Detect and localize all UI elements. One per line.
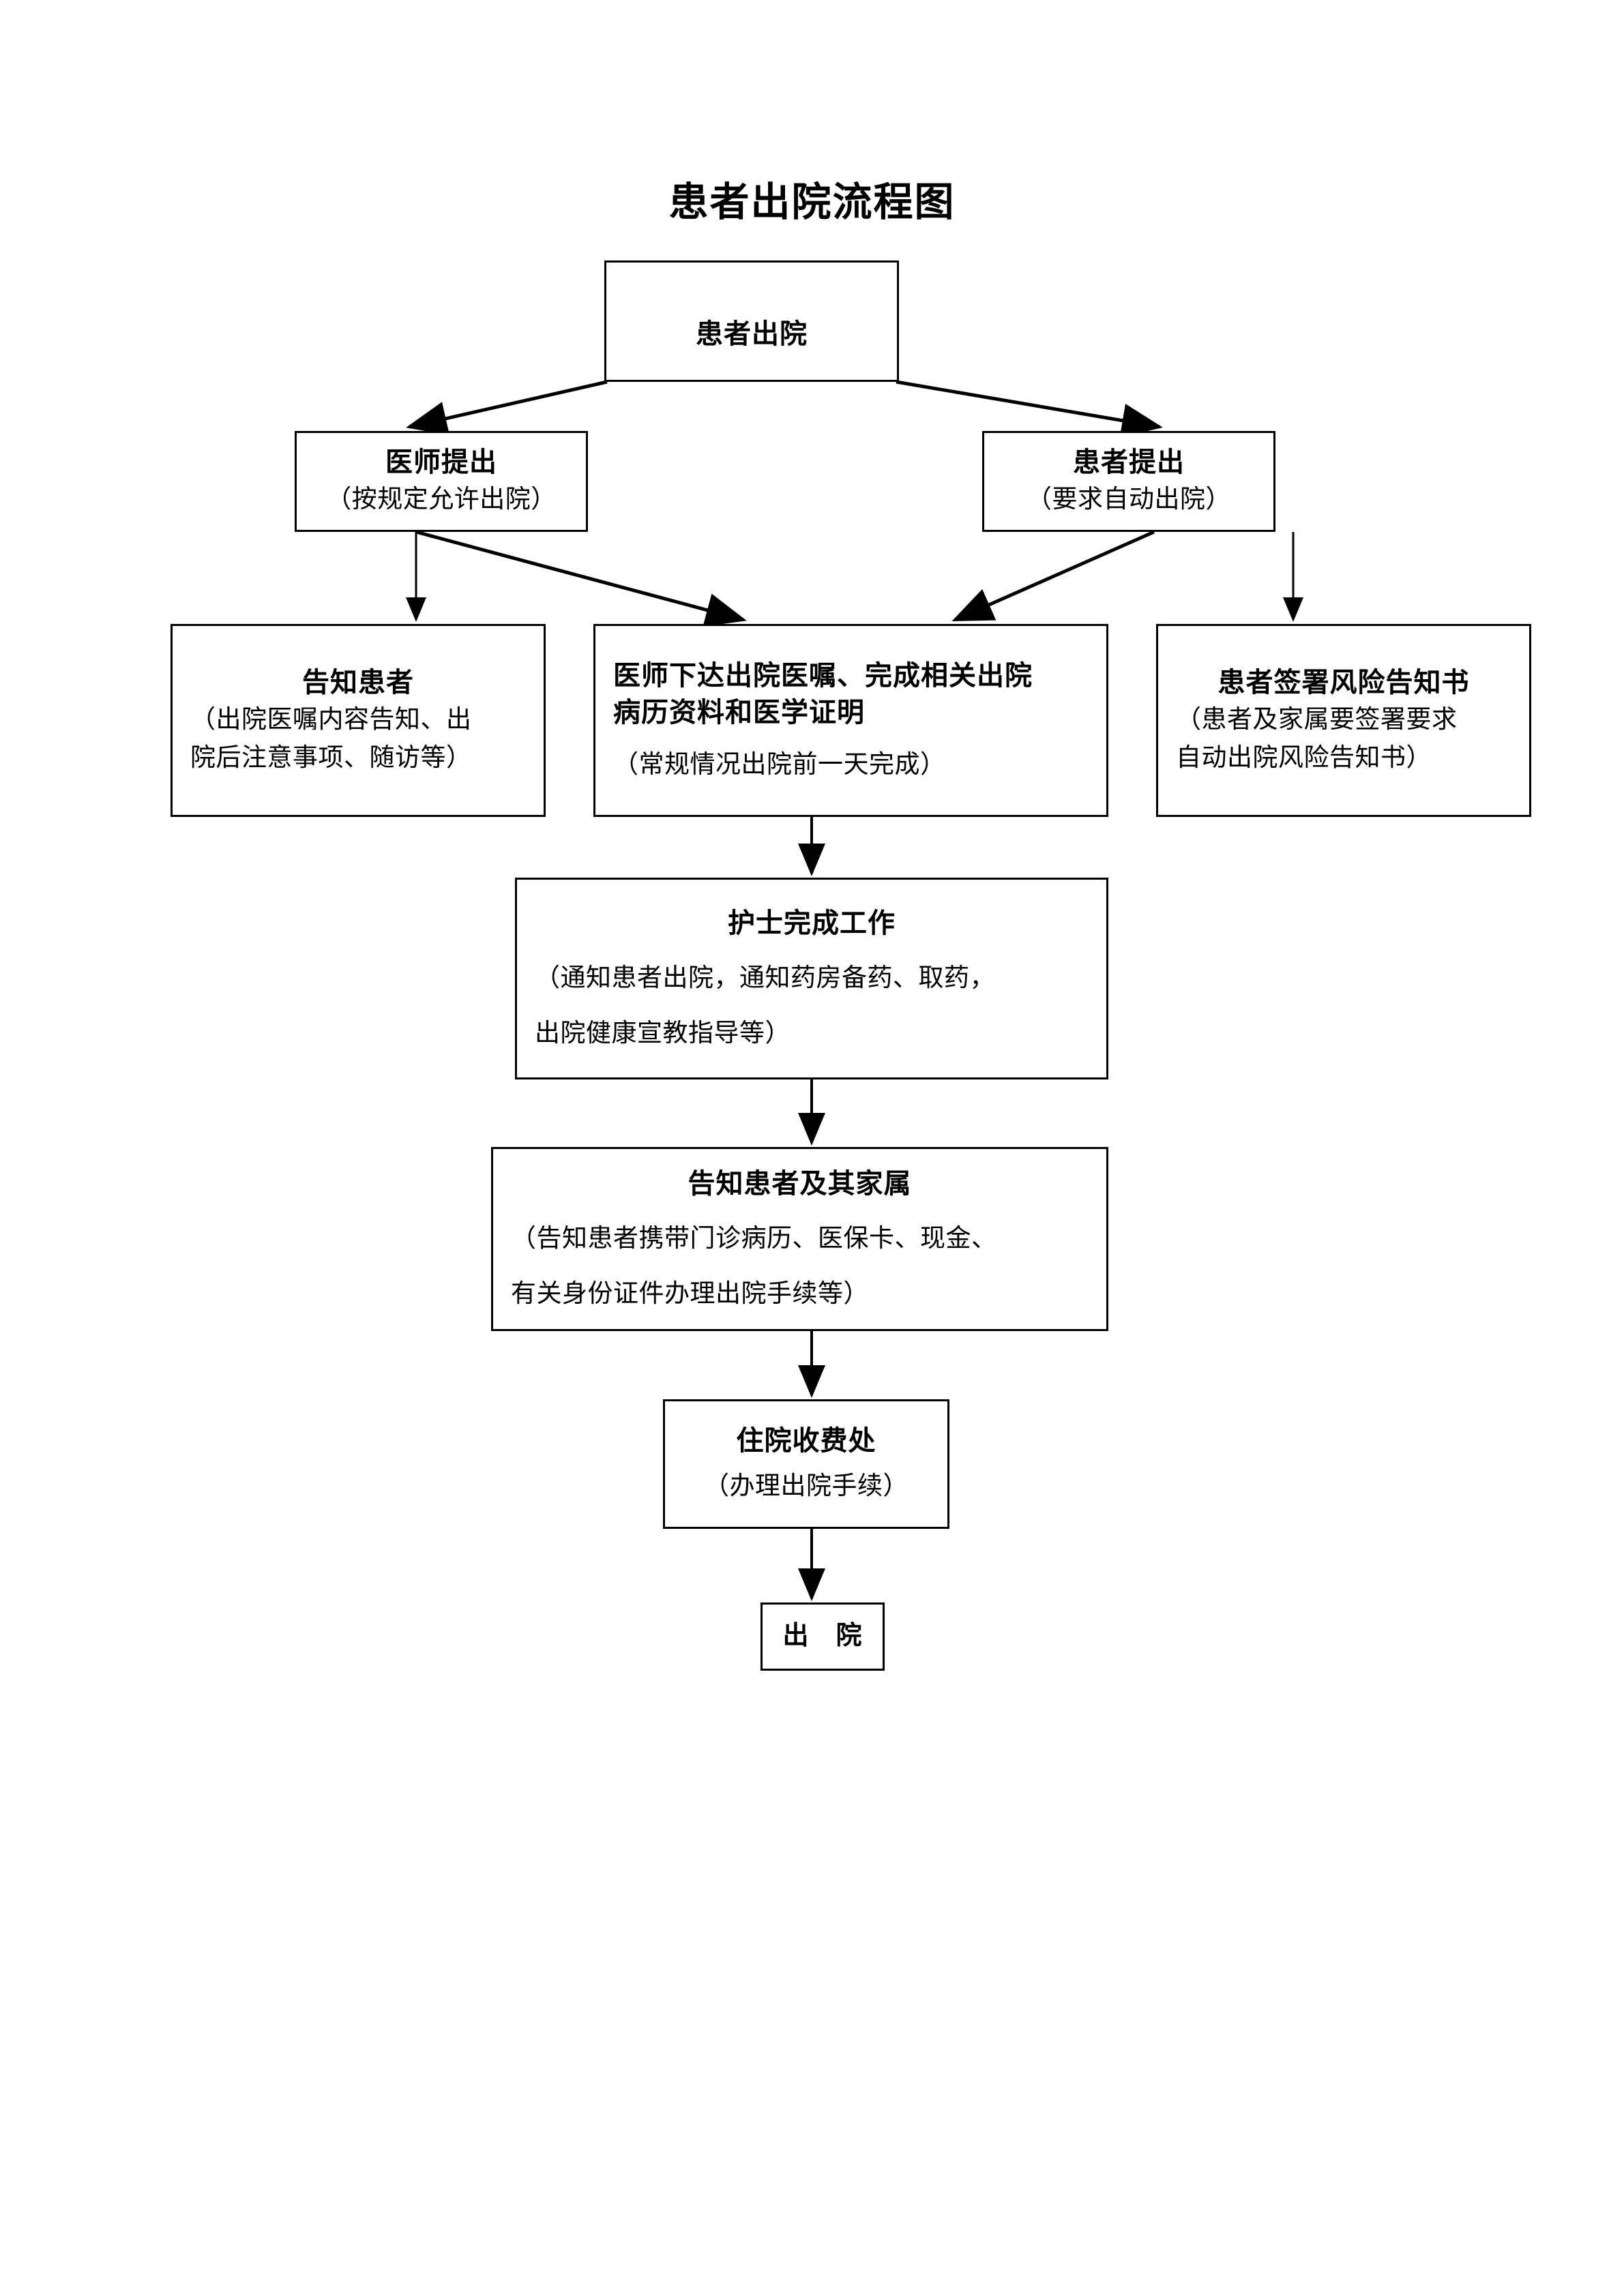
node-doctor-heading: 医师提出: [385, 447, 497, 478]
node-discharge-end[interactable]: 出 院: [761, 1602, 885, 1671]
node-risk-heading: 患者签署风险告知书: [1217, 668, 1470, 698]
node-patient-request[interactable]: 患者提出 （要求自动出院）: [982, 431, 1275, 532]
connector-doctor-to-orders: [415, 530, 747, 627]
page-title: 患者出院流程图: [668, 180, 956, 224]
node-nurse-heading: 护士完成工作: [728, 908, 896, 938]
node-inform-subtext-line2: 院后注意事项、随访等）: [190, 743, 472, 772]
node-family-subtext-line1: （告知患者携带门诊病历、医保卡、现金、: [511, 1224, 997, 1253]
node-risk-subtext-line2: 自动出院风险告知书）: [1176, 743, 1432, 772]
node-nurse-work[interactable]: 护士完成工作 （通知患者出院，通知药房备药、取药， 出院健康宣教指导等）: [515, 878, 1108, 1079]
node-patient-discharge-start[interactable]: 患者出院: [604, 260, 899, 382]
node-orders-subtext: （常规情况出院前一天完成）: [613, 750, 946, 779]
node-inform-patient[interactable]: 告知患者 （出院医嘱内容告知、出 院后注意事项、随访等）: [171, 624, 546, 817]
node-patient-heading: 患者提出: [1073, 447, 1185, 478]
node-cashier-heading: 住院收费处: [736, 1426, 876, 1457]
node-risk-subtext-line1: （患者及家属要签署要求: [1176, 706, 1458, 734]
node-family-subtext-line2: 有关身份证件办理出院手续等）: [511, 1280, 869, 1308]
node-inform-family[interactable]: 告知患者及其家属 （告知患者携带门诊病历、医保卡、现金、 有关身份证件办理出院手…: [491, 1147, 1108, 1331]
node-orders-heading-line2: 病历资料和医学证明: [613, 697, 865, 728]
node-patient-subtext: （要求自动出院）: [1027, 486, 1231, 514]
node-cashier[interactable]: 住院收费处 （办理出院手续）: [663, 1399, 949, 1529]
node-orders-heading-line1: 医师下达出院医嘱、完成相关出院: [613, 660, 1033, 691]
node-cashier-subtext: （办理出院手续）: [704, 1472, 909, 1501]
node-doctor-subtext: （按规定允许出院）: [326, 486, 557, 514]
node-nurse-subtext-line2: 出院健康宣教指导等）: [535, 1019, 791, 1047]
connector-start-to-doctor: [406, 380, 608, 436]
node-family-heading: 告知患者及其家属: [688, 1168, 912, 1199]
connector-patient-to-orders: [951, 530, 1155, 622]
node-discharge-heading: 出 院: [782, 1622, 863, 1651]
node-inform-heading: 告知患者: [302, 668, 414, 698]
connector-start-to-patient: [896, 380, 1163, 438]
node-risk-notice[interactable]: 患者签署风险告知书 （患者及家属要签署要求 自动出院风险告知书）: [1156, 624, 1531, 817]
node-inform-subtext-line1: （出院医嘱内容告知、出: [190, 706, 472, 734]
node-start-heading: 患者出院: [696, 319, 808, 349]
node-nurse-subtext-line1: （通知患者出院，通知药房备药、取药，: [535, 964, 995, 992]
node-doctor-orders[interactable]: 医师下达出院医嘱、完成相关出院 病历资料和医学证明 （常规情况出院前一天完成）: [593, 624, 1108, 817]
node-doctor-request[interactable]: 医师提出 （按规定允许出院）: [295, 431, 588, 532]
